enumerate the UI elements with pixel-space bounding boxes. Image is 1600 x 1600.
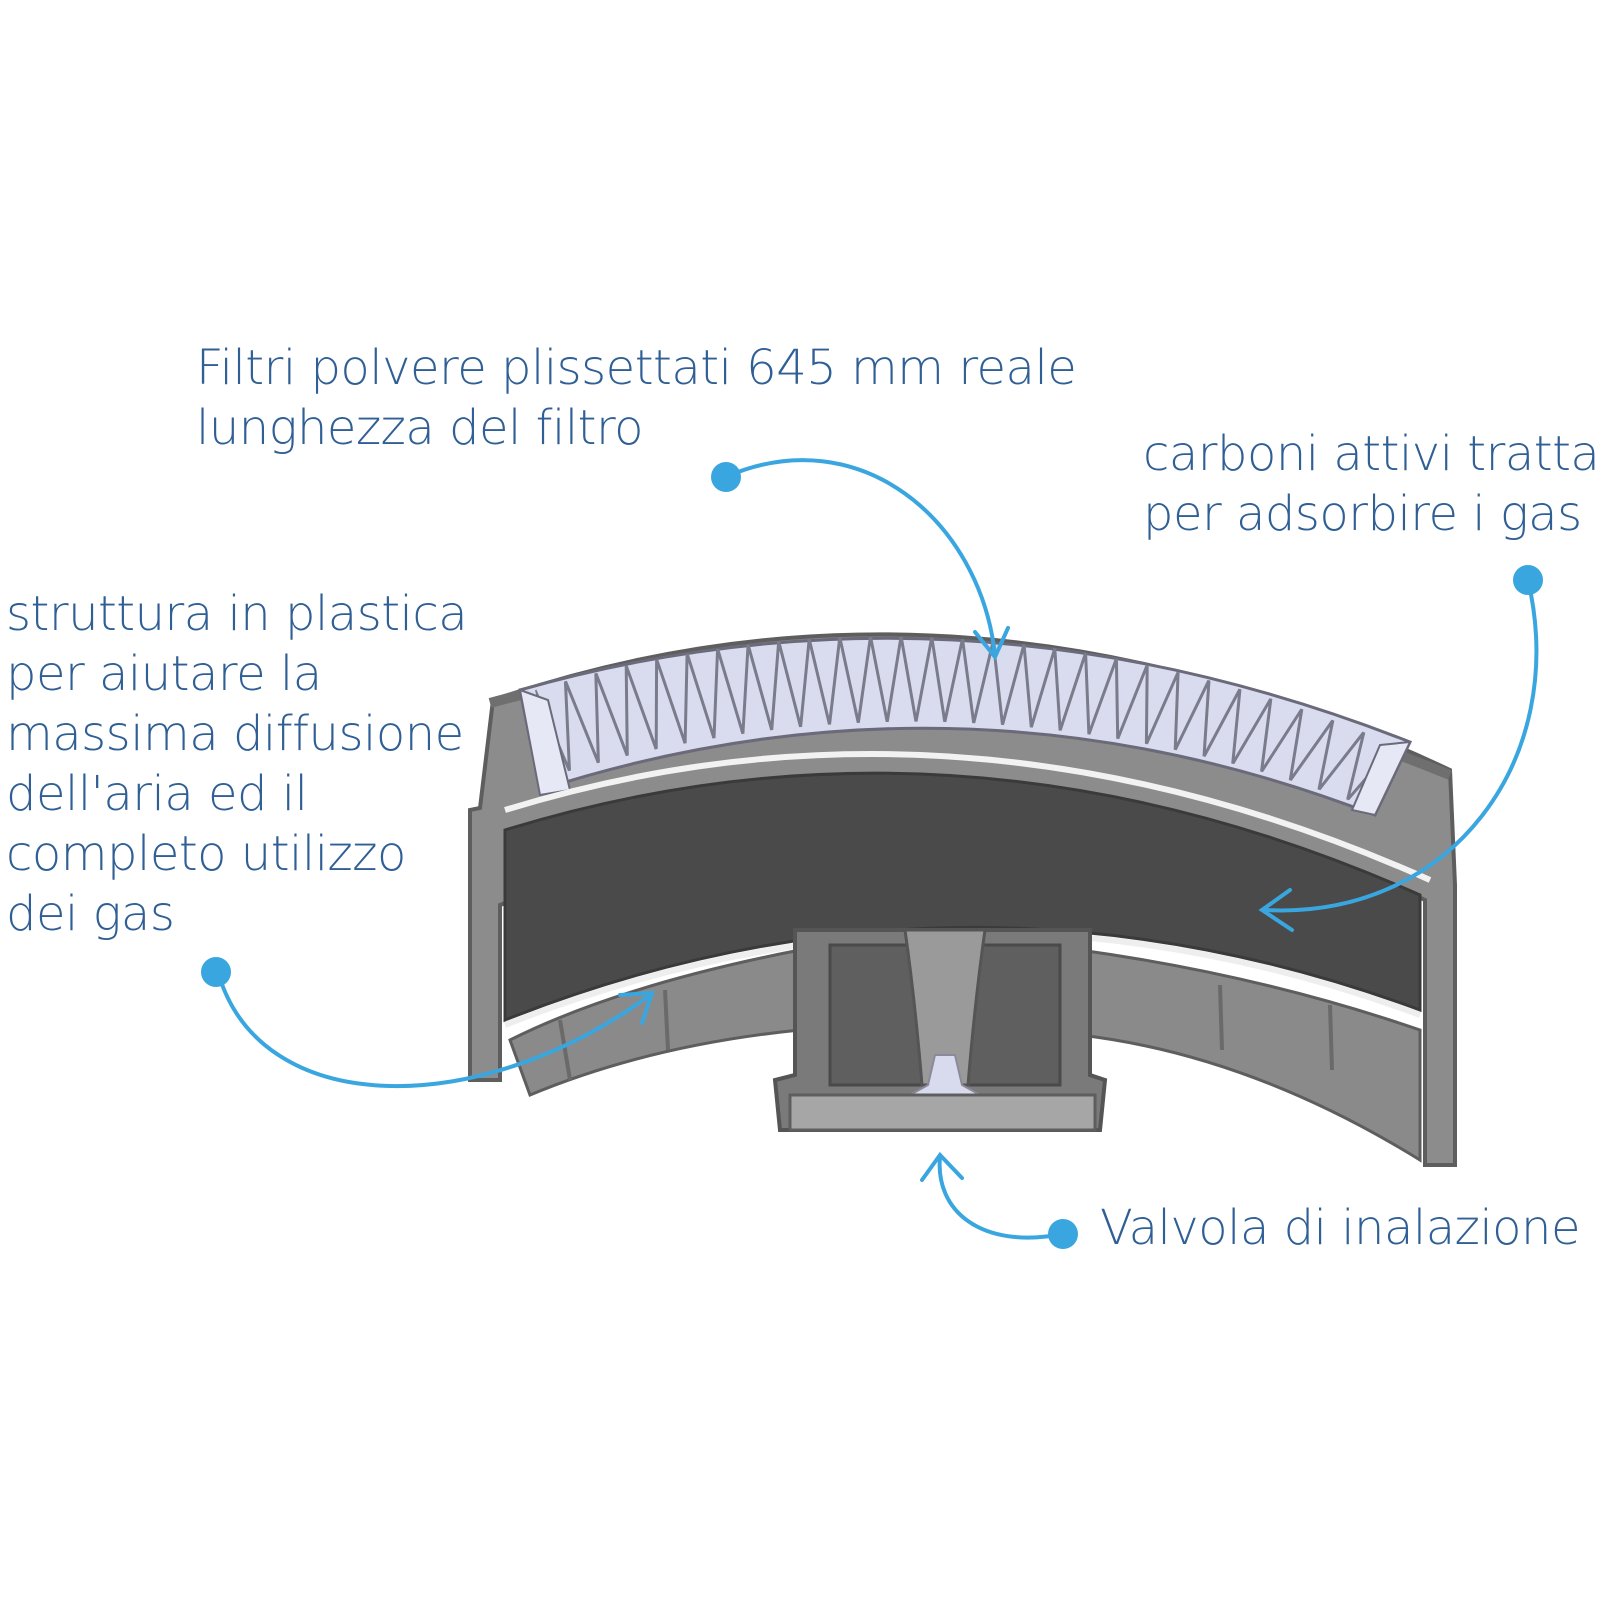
label-line: dei gas bbox=[6, 886, 175, 942]
callout-dot-struct bbox=[201, 957, 231, 987]
callout-carbon-arrowhead bbox=[1258, 888, 1294, 932]
pleat-zigzag bbox=[535, 636, 1395, 802]
label-line: per adsorbire i gas bbox=[1143, 486, 1582, 542]
label-line: lunghezza del filtro bbox=[196, 400, 644, 456]
callout-dust-line bbox=[726, 458, 997, 657]
plastic-ribs bbox=[558, 984, 1334, 1081]
label-carbon: carboni attivi trattati per adsorbire i … bbox=[1143, 424, 1600, 544]
valve-base bbox=[788, 1093, 1097, 1132]
valve-stem bbox=[903, 928, 987, 1087]
separator-top bbox=[504, 751, 1432, 883]
callout-struct-line bbox=[216, 970, 652, 1089]
label-line: massima diffusione bbox=[6, 706, 464, 762]
callout-dots bbox=[201, 462, 1543, 1249]
label-plastic-structure: struttura in plastica per aiutare la mas… bbox=[6, 584, 468, 944]
callout-dot-valve bbox=[1048, 1219, 1078, 1249]
callouts bbox=[216, 458, 1539, 1240]
label-line: Filtri polvere plissettati 645 mm reale bbox=[196, 340, 1077, 396]
callout-struct-arrowhead bbox=[618, 990, 655, 1025]
pleated-filter bbox=[535, 636, 1395, 802]
label-line: completo utilizzo bbox=[6, 826, 406, 882]
label-line: dell'aria ed il bbox=[6, 766, 308, 822]
callout-valve-line bbox=[937, 1155, 1065, 1240]
label-line: per aiutare la bbox=[6, 646, 322, 702]
callout-dot-carbon bbox=[1513, 565, 1543, 595]
callout-dust-arrowhead bbox=[973, 626, 1010, 661]
label-dust-filter: Filtri polvere plissettati 645 mm reale … bbox=[196, 338, 1077, 458]
callout-dot-dust bbox=[711, 462, 741, 492]
pleat-end-right bbox=[1350, 740, 1412, 817]
callout-valve-arrowhead bbox=[920, 1151, 964, 1182]
label-valve: Valvola di inalazione bbox=[1100, 1198, 1580, 1258]
label-line: carboni attivi trattati bbox=[1143, 426, 1600, 482]
label-line: Valvola di inalazione bbox=[1100, 1200, 1580, 1256]
carbon-layer bbox=[503, 771, 1422, 1023]
plastic-structure-right bbox=[1078, 948, 1422, 1163]
label-line: struttura in plastica bbox=[6, 586, 468, 642]
callout-carbon-line bbox=[1263, 578, 1539, 913]
